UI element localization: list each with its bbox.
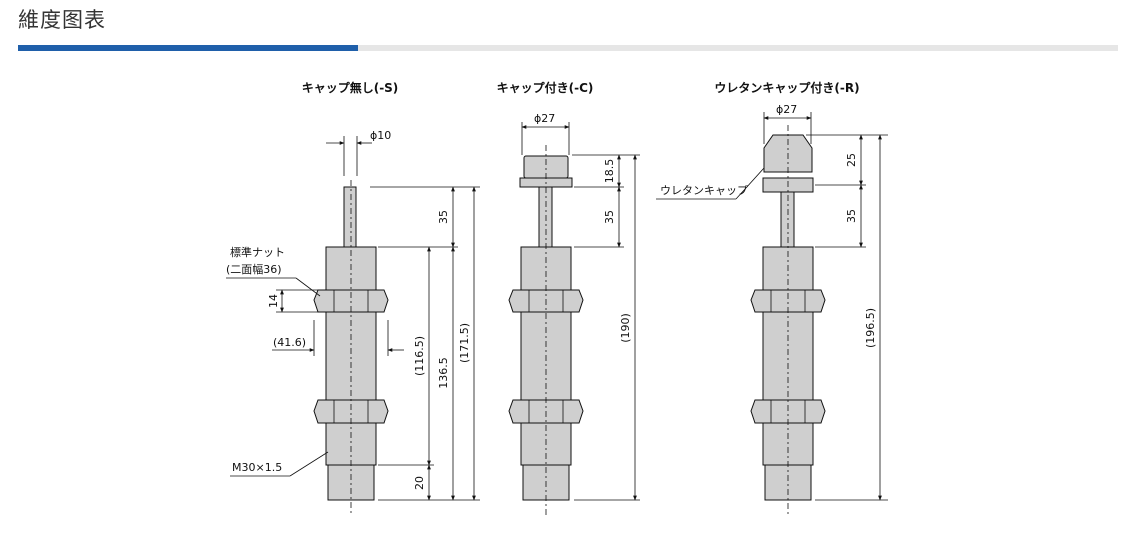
dim-196-5: (196.5): [864, 308, 877, 348]
dim-136-5: 136.5: [437, 357, 450, 389]
hex-nut-lower: [750, 399, 826, 424]
page-title: 維度图表: [18, 8, 106, 32]
view-title: キャップ無し(-S): [302, 80, 399, 95]
vertical-dims: 18.5 35 (190): [572, 154, 640, 501]
view-no-cap: キャップ無し(-S) ϕ10 標準ナット (二面幅36): [226, 80, 480, 516]
piston-rod: [343, 186, 357, 248]
urethane-cap-callout: ウレタンキャップ: [656, 167, 765, 200]
hex-nut-lower: [313, 399, 389, 424]
vertical-dims: 35 (116.5) 20 136.5 (171.5): [370, 186, 480, 501]
dim-18-5: 18.5: [603, 159, 616, 184]
thread-label: M30×1.5: [232, 461, 282, 474]
dim-25: 25: [845, 153, 858, 167]
title-underline: [18, 45, 1118, 51]
nut-height-dim: 14: [267, 289, 318, 313]
view-title: キャップ付き(-C): [497, 80, 594, 95]
cap-diameter-label: ϕ27: [776, 103, 797, 116]
view-with-cap: キャップ付き(-C) ϕ27 18.5: [497, 80, 640, 516]
thread-callout: M30×1.5: [230, 451, 329, 477]
cap-diameter-dim: ϕ27: [763, 103, 812, 144]
rod-diameter-label: ϕ10: [370, 129, 391, 142]
urethane-cap-label: ウレタンキャップ: [660, 184, 748, 197]
piston-rod: [538, 186, 553, 248]
dim-35: 35: [437, 210, 450, 224]
nut-callout: 標準ナット (二面幅36): [226, 245, 321, 297]
title-underline-accent: [18, 45, 358, 51]
dim-190: (190): [619, 313, 632, 343]
dim-35: 35: [845, 209, 858, 223]
nut-height-label: 14: [267, 294, 280, 308]
vertical-dims: 25 35 (196.5): [806, 134, 888, 501]
dim-35: 35: [603, 210, 616, 224]
nut-width-label: (41.6): [273, 336, 306, 349]
nut-label-2: (二面幅36): [226, 263, 282, 276]
view-urethane-cap: ウレタンキャップ付き(-R) ϕ27 ウレタンキャップ: [656, 80, 888, 516]
dim-20: 20: [413, 476, 426, 490]
hex-nut-upper: [750, 289, 826, 313]
cap-diameter-dim: ϕ27: [521, 112, 570, 155]
dim-171-5: (171.5): [458, 323, 471, 363]
dim-116-5: (116.5): [413, 336, 426, 376]
nut-label-1: 標準ナット: [230, 245, 285, 259]
rod-diameter-dim: ϕ10: [326, 129, 391, 176]
cap-diameter-label: ϕ27: [534, 112, 555, 125]
nut-width-dim: (41.6): [272, 320, 404, 356]
piston-rod: [780, 191, 795, 248]
view-title: ウレタンキャップ付き(-R): [714, 80, 859, 95]
